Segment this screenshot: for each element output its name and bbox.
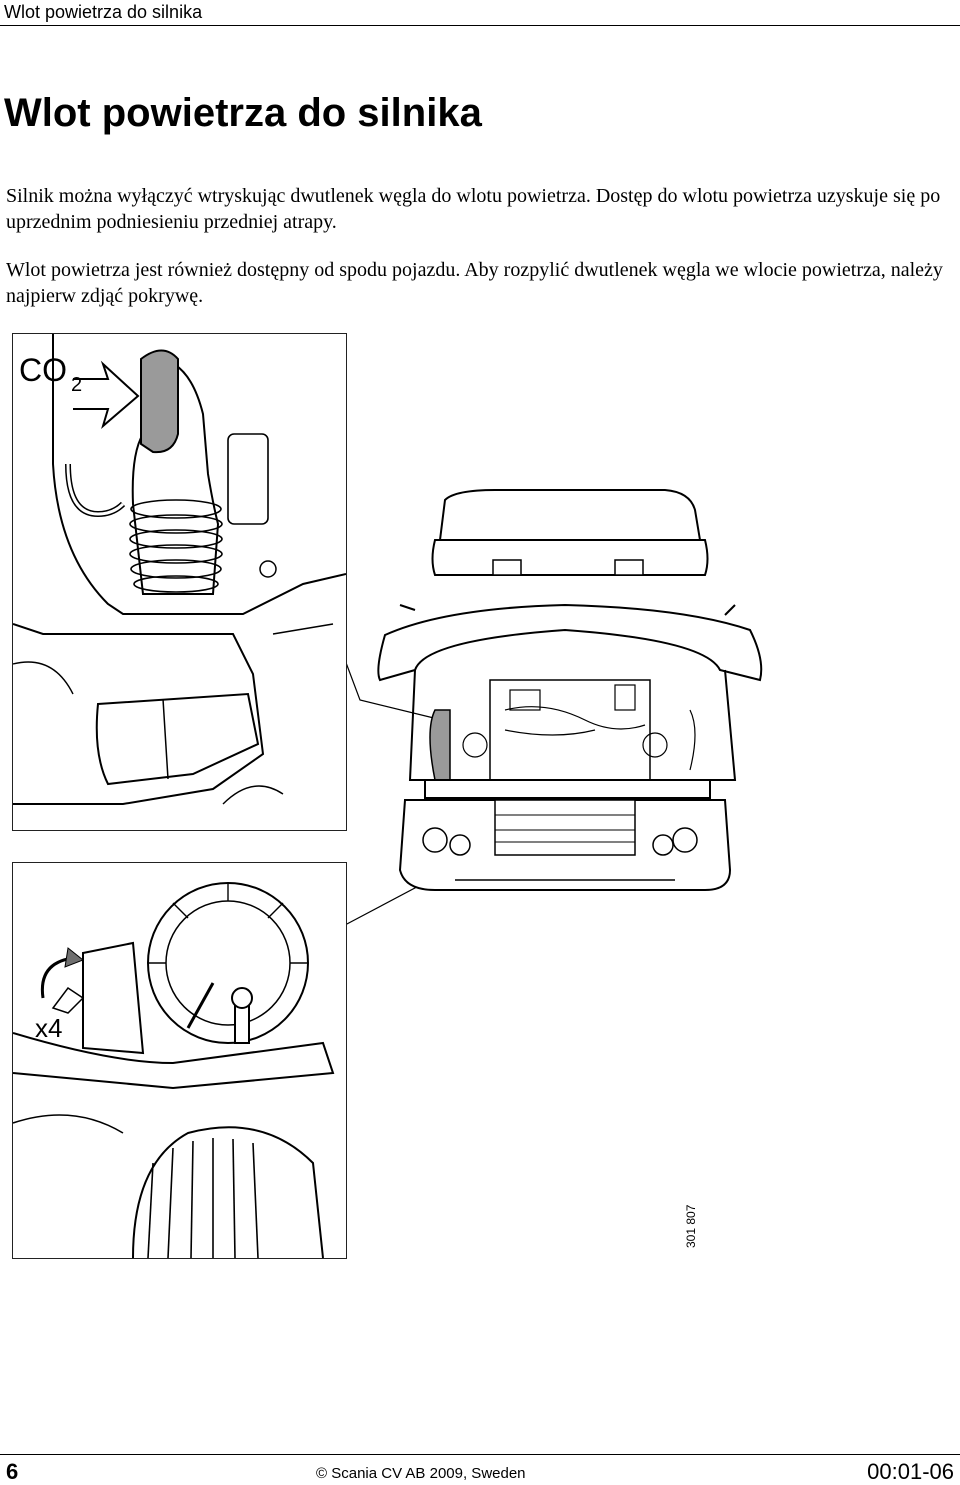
fastener-count-label: x4 (35, 1013, 63, 1043)
illustration-reference-number: 301 807 (684, 1204, 698, 1248)
co2-subscript: 2 (71, 374, 83, 396)
page-title: Wlot powietrza do silnika (4, 91, 482, 135)
truck-front-view-illustration (377, 489, 763, 891)
underside-cover-detail-figure: x4 (12, 862, 347, 1259)
document-code: 00:01-06 (867, 1459, 954, 1484)
page-footer: 6 © Scania CV AB 2009, Sweden 00:01-06 (0, 1454, 960, 1485)
co2-label: CO (19, 352, 67, 388)
copyright-notice: © Scania CV AB 2009, Sweden (316, 1465, 526, 1482)
paragraph-underside-access: Wlot powietrza jest również dostępny od … (6, 259, 943, 307)
page-number: 6 (6, 1459, 19, 1484)
paragraph-intro: Silnik można wyłączyć wtryskując dwutlen… (6, 185, 941, 233)
air-intake-illustration (13, 334, 346, 805)
running-header: Wlot powietrza do silnika (0, 0, 960, 26)
air-intake-detail-figure: CO 2 (12, 333, 347, 831)
running-header-title: Wlot powietrza do silnika (4, 2, 203, 22)
underside-cover-illustration (13, 882, 335, 1258)
